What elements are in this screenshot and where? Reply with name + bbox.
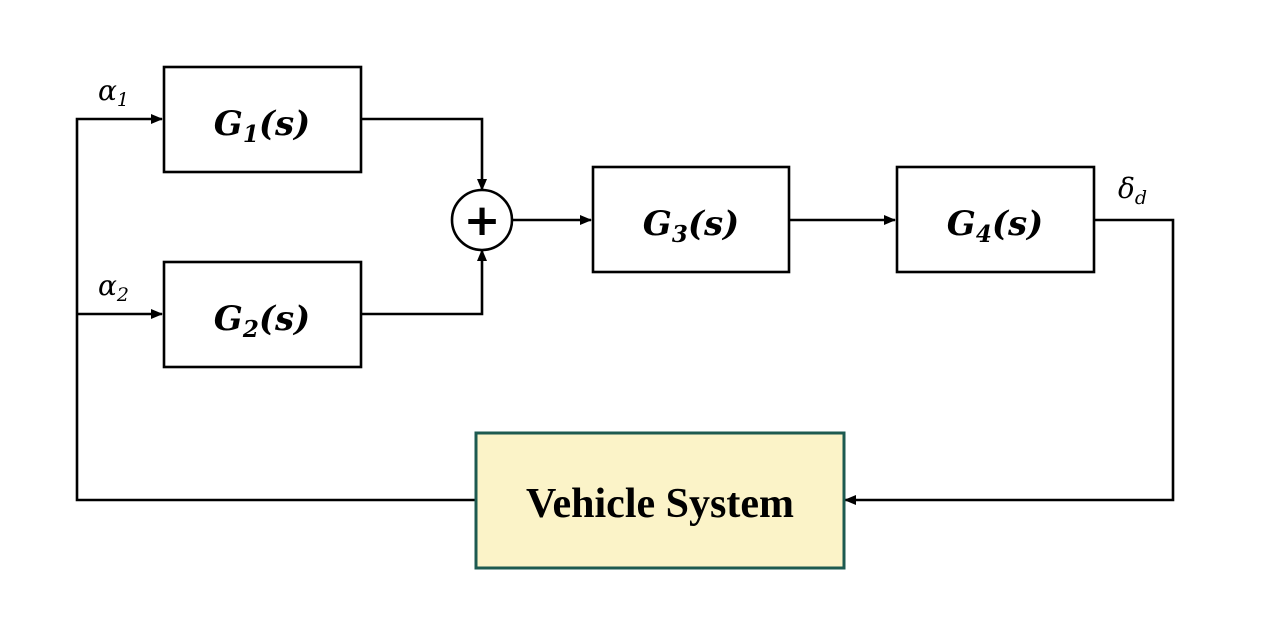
g1-label: G	[214, 104, 243, 144]
g3-label: G	[643, 204, 672, 244]
g1-subscript: 1	[243, 121, 259, 148]
g1-argument: (s)	[259, 104, 310, 144]
block-vehicle-system: Vehicle System	[474, 431, 846, 570]
g3-argument: (s)	[688, 204, 739, 244]
vehicle-system-label: Vehicle System	[526, 481, 794, 527]
g2-label: G	[214, 299, 243, 339]
feedback-line	[75, 114, 476, 502]
g4-to-vehicle-line	[844, 218, 1175, 505]
g2-argument: (s)	[259, 299, 310, 339]
alpha2-subscript: 2	[116, 284, 129, 306]
alpha2-label: α	[98, 269, 117, 302]
g4-subscript: 4	[976, 221, 992, 248]
g2-subscript: 2	[242, 316, 259, 343]
connection-lines	[75, 114, 1175, 505]
g1-to-summer-line	[362, 117, 487, 191]
svg-text:G3(s): G3(s)	[643, 204, 739, 248]
svg-text:G1(s): G1(s)	[214, 104, 310, 148]
summing-junction: +	[450, 188, 514, 252]
alpha1-label: α	[98, 74, 117, 107]
svg-text:G2(s): G2(s)	[214, 299, 310, 343]
block-g3: G3(s)	[591, 165, 791, 274]
block-g1: G1(s)	[162, 65, 363, 174]
signal-delta-d: δd	[1118, 172, 1147, 209]
signal-alpha1: α1	[98, 74, 129, 111]
g4-label: G	[947, 204, 976, 244]
block-g2: G2(s)	[162, 260, 363, 369]
signal-alpha2: α2	[98, 269, 129, 306]
delta-d-subscript: d	[1135, 187, 1147, 209]
alpha1-subscript: 1	[117, 89, 129, 111]
g2-to-summer-line	[362, 249, 487, 316]
block-g4: G4(s)	[895, 165, 1096, 274]
summer-plus-symbol: +	[464, 195, 501, 246]
delta-d-label: δ	[1118, 172, 1135, 205]
g4-argument: (s)	[992, 204, 1043, 244]
g3-subscript: 3	[672, 221, 688, 248]
svg-text:G4(s): G4(s)	[947, 204, 1043, 248]
